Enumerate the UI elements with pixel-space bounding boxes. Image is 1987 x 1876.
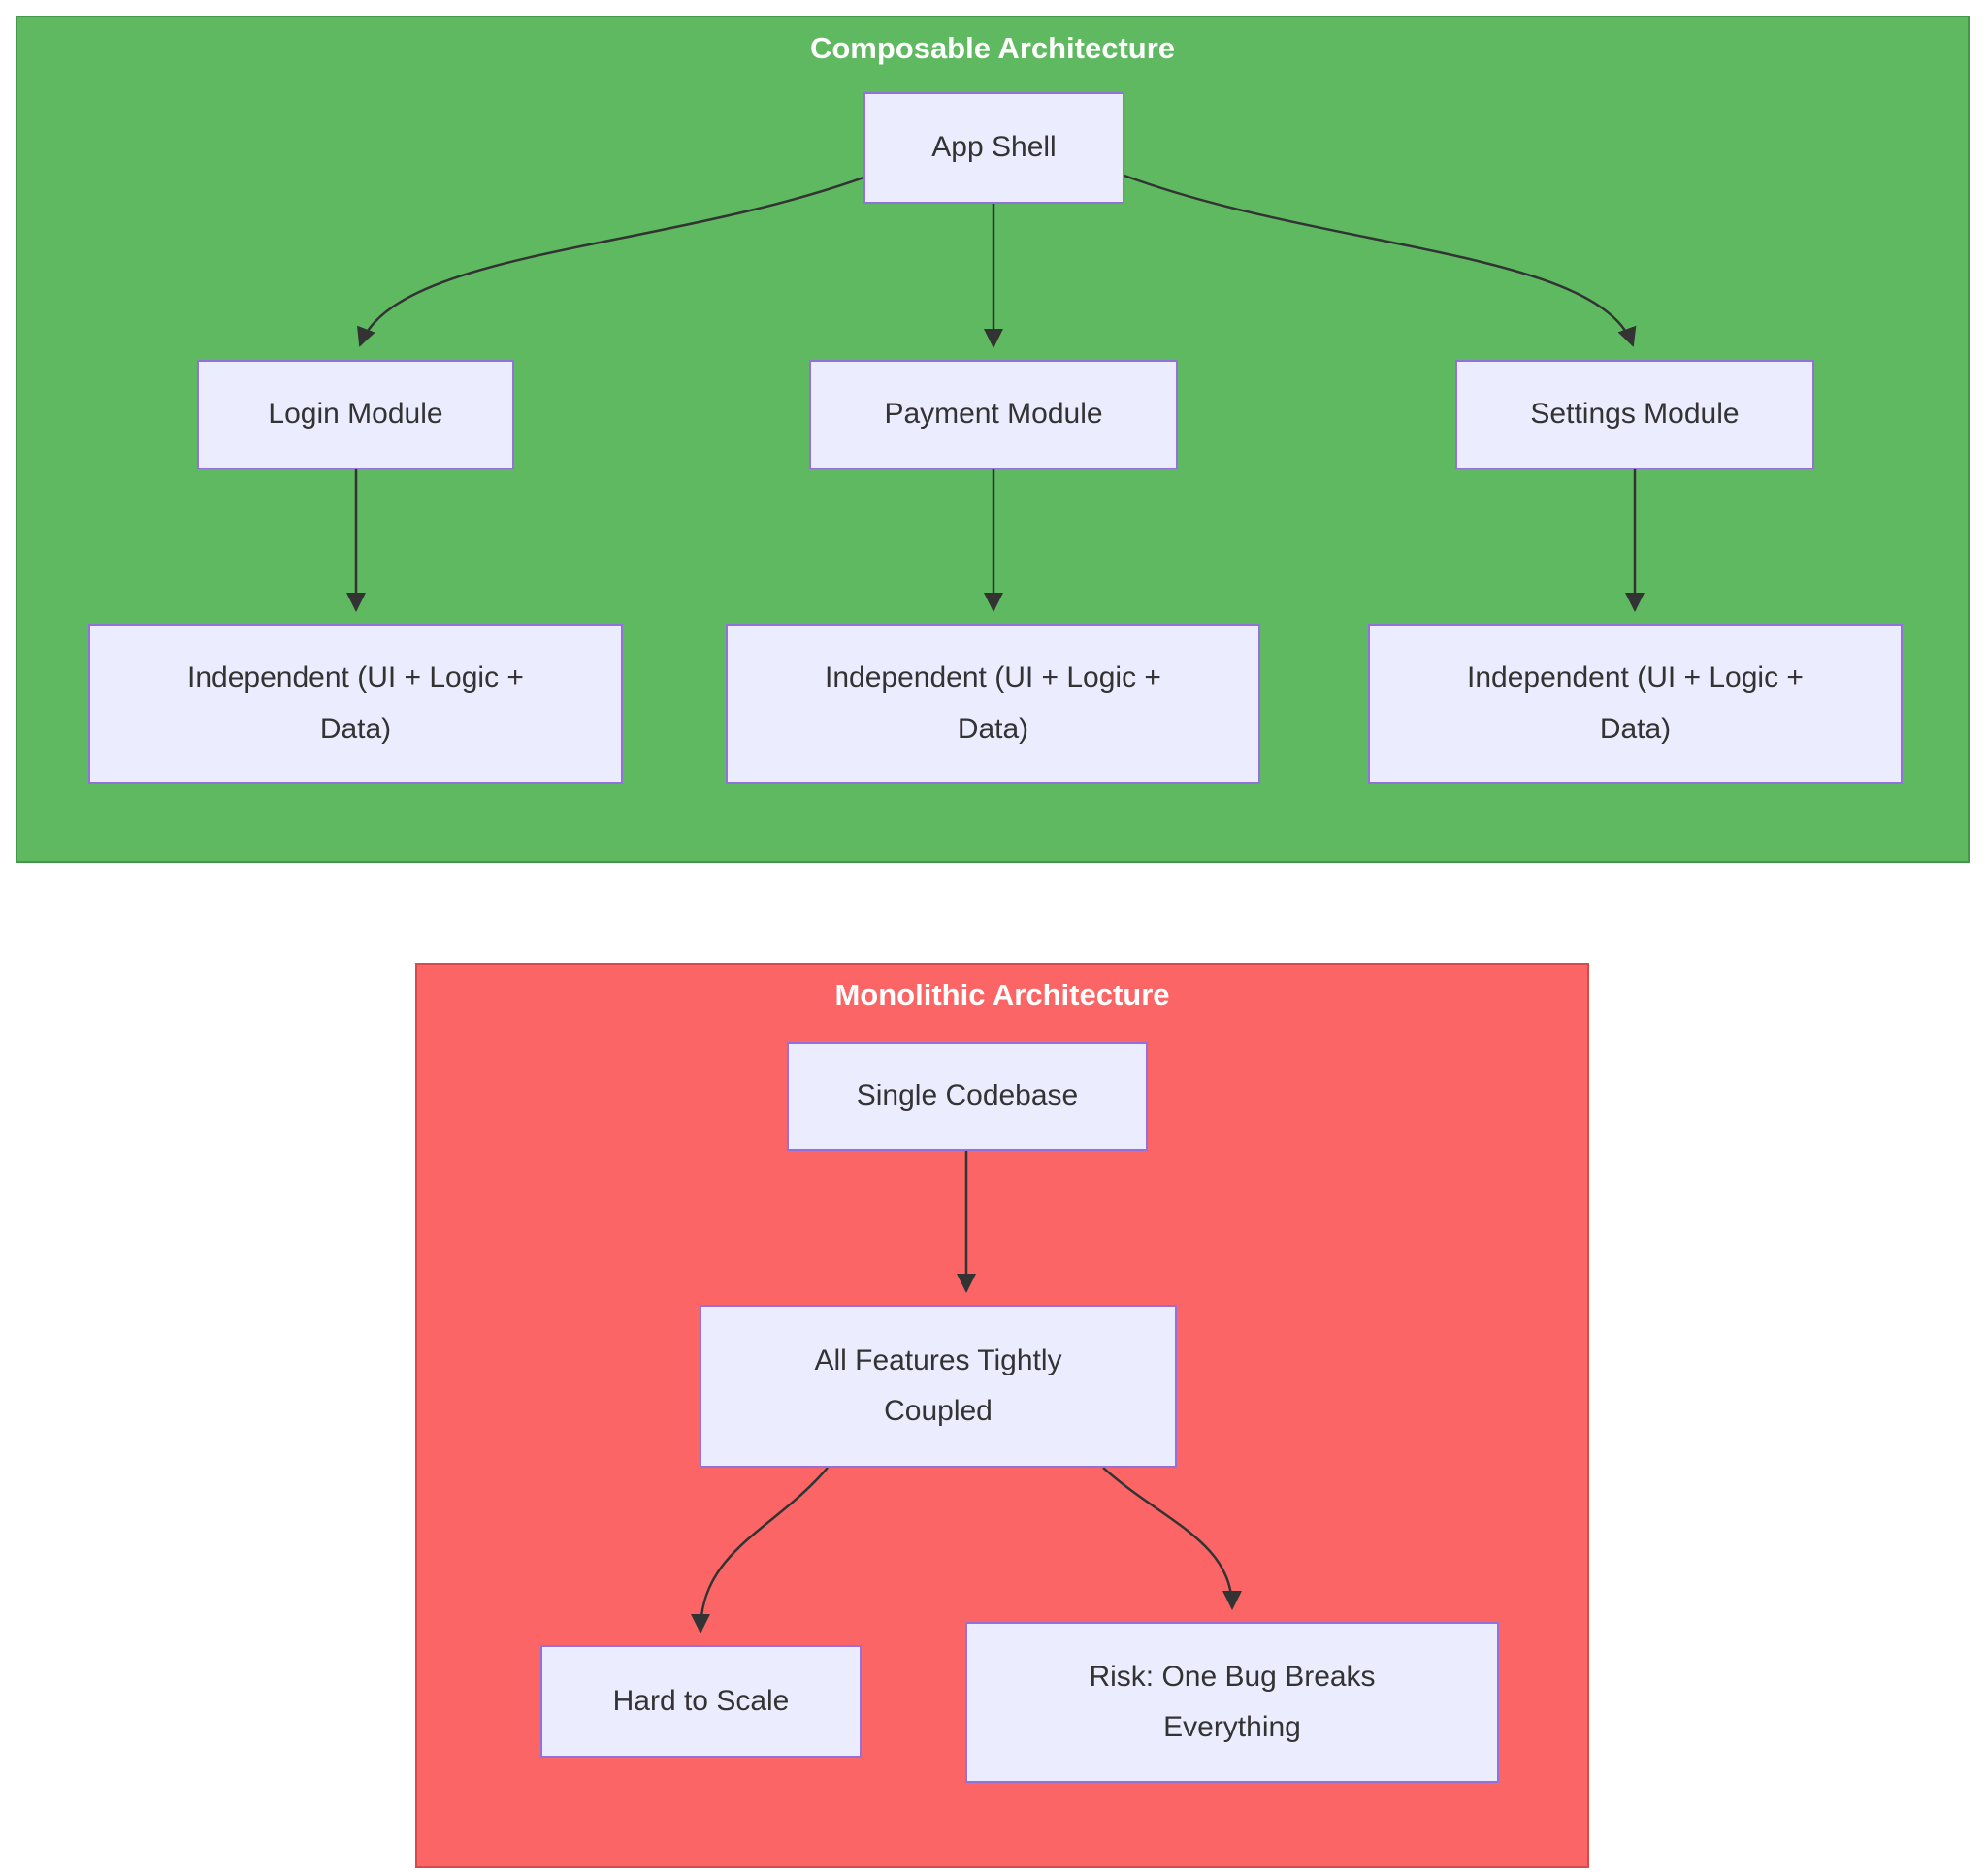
node-settings-module: Settings Module [1455,360,1814,469]
node-payment-independent: Independent (UI + Logic + Data) [726,624,1260,784]
node-risk-one-bug: Risk: One Bug Breaks Everything [965,1622,1499,1783]
node-single-codebase: Single Codebase [787,1042,1148,1151]
node-payment-module: Payment Module [809,360,1178,469]
node-all-features-tightly-coupled: All Features Tightly Coupled [700,1305,1177,1468]
node-app-shell: App Shell [863,92,1124,204]
node-login-module: Login Module [197,360,514,469]
cluster-title-monolithic: Monolithic Architecture [834,978,1170,1012]
node-login-independent: Independent (UI + Logic + Data) [88,624,623,784]
cluster-title-composable: Composable Architecture [809,31,1176,65]
node-hard-to-scale: Hard to Scale [540,1645,862,1758]
node-settings-independent: Independent (UI + Logic + Data) [1368,624,1903,784]
